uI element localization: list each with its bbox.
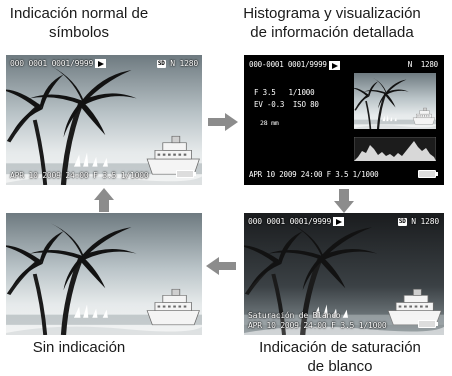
caption-normal-line1: Indicación normal de	[9, 5, 149, 22]
whitesat-footer: APR 10 2009 24:00 F 3.5 1/1000	[248, 321, 387, 330]
battery-icon	[176, 170, 196, 178]
whitesat-image-size: N 1280	[411, 217, 439, 226]
detail-ev-iso: EV -0.3 ISO 80	[254, 100, 319, 109]
caption-white-saturation-line1: Indicación de saturación	[259, 339, 421, 356]
whitesat-label: Saturación de Blanco	[248, 311, 341, 320]
detail-focal-length: 28 mm	[260, 119, 279, 127]
screen-histogram-display[interactable]: 000-0001 0001/9999 N 1280 F 3.5 1/1000 E…	[244, 55, 444, 185]
whitesat-frame-count: 0001/9999	[289, 217, 332, 226]
detail-aperture-shutter: F 3.5 1/1000	[254, 88, 315, 97]
normal-file-number: 000 0001	[10, 59, 47, 68]
caption-white-saturation-line2: de blanco	[307, 358, 373, 375]
photo-thumbnail	[354, 73, 436, 129]
play-icon	[328, 60, 340, 70]
detail-frame-count: 0001/9999	[287, 60, 327, 69]
whitesat-top-left: 000 0001 0001/9999	[248, 217, 345, 226]
battery-icon	[418, 170, 438, 178]
normal-frame-count: 0001/9999	[51, 59, 94, 68]
arrow-right-icon	[208, 113, 238, 131]
photo-preview-saturation	[244, 213, 444, 335]
arrow-down-icon	[334, 189, 354, 213]
normal-top-right: SD N 1280	[156, 59, 198, 68]
photo-preview-clean	[6, 213, 202, 335]
battery-icon	[418, 320, 438, 328]
normal-footer: APR 10 2009 24:00 F 3.5 1/1000	[10, 171, 149, 180]
sd-card-icon: SD	[156, 59, 166, 68]
play-icon	[333, 217, 345, 226]
detail-file-number: 000-0001	[249, 60, 284, 69]
caption-histogram: Histograma y visualización de informació…	[212, 4, 452, 42]
caption-normal-line2: símbolos	[48, 24, 110, 41]
arrow-up-icon	[94, 188, 114, 212]
screen-normal-display[interactable]: 000 0001 0001/9999 SD N 1280 APR 10 2009…	[6, 55, 202, 185]
screen-white-saturation[interactable]: 000 0001 0001/9999 SD N 1280 Saturación …	[244, 213, 444, 335]
detail-image-size: N 1280	[407, 60, 438, 69]
histogram-graph	[354, 137, 436, 161]
arrow-left-icon	[206, 257, 236, 275]
normal-top-left: 000 0001 0001/9999	[10, 59, 107, 68]
caption-no-display-text: Sin indicación	[32, 339, 126, 356]
caption-normal: Indicación normal de símbolos	[0, 4, 158, 42]
detail-footer: APR 10 2009 24:00 F 3.5 1/1000	[249, 170, 379, 179]
normal-image-size: N 1280	[170, 59, 198, 68]
photo-preview	[6, 55, 202, 185]
sd-card-icon: SD	[397, 217, 407, 226]
whitesat-top-right: SD N 1280	[397, 217, 439, 226]
detail-top-left: 000-0001 0001/9999	[249, 60, 340, 70]
screen-no-display[interactable]	[6, 213, 202, 335]
play-icon	[95, 59, 107, 68]
caption-histogram-line1: Histograma y visualización	[243, 5, 421, 22]
caption-white-saturation: Indicación de saturación de blanco	[228, 338, 452, 376]
caption-no-display: Sin indicación	[0, 338, 158, 357]
whitesat-file-number: 000 0001	[248, 217, 285, 226]
caption-histogram-line2: de información detallada	[250, 24, 414, 41]
